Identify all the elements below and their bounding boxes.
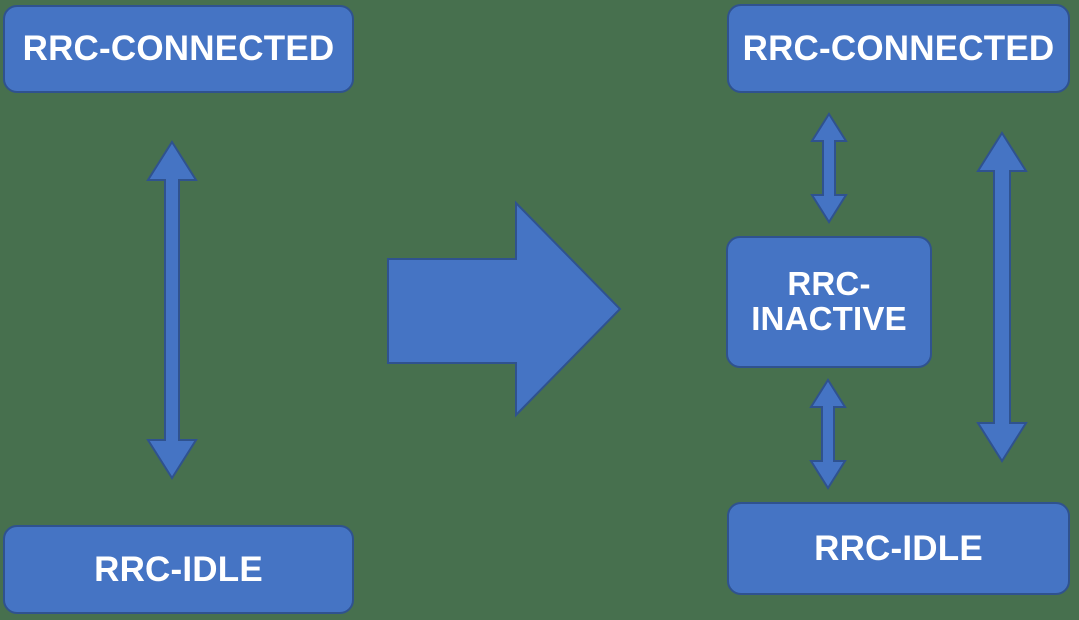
state-box-nr-rrc-idle[interactable]: RRC-IDLE: [727, 502, 1070, 595]
state-box-lte-rrc-connected[interactable]: RRC-CONNECTED: [3, 5, 354, 93]
evolution-right-arrow: [387, 200, 622, 418]
bidirectional-arrow-nr-connected-idle: [976, 131, 1028, 463]
state-box-nr-rrc-connected[interactable]: RRC-CONNECTED: [727, 4, 1070, 93]
state-box-nr-rrc-inactive[interactable]: RRC-INACTIVE: [726, 236, 932, 368]
bidirectional-arrow-nr-connected-inactive: [810, 112, 848, 224]
state-box-lte-rrc-idle[interactable]: RRC-IDLE: [3, 525, 354, 614]
bidirectional-arrow-lte-connected-idle: [146, 140, 198, 480]
bidirectional-arrow-nr-inactive-idle: [809, 378, 847, 490]
